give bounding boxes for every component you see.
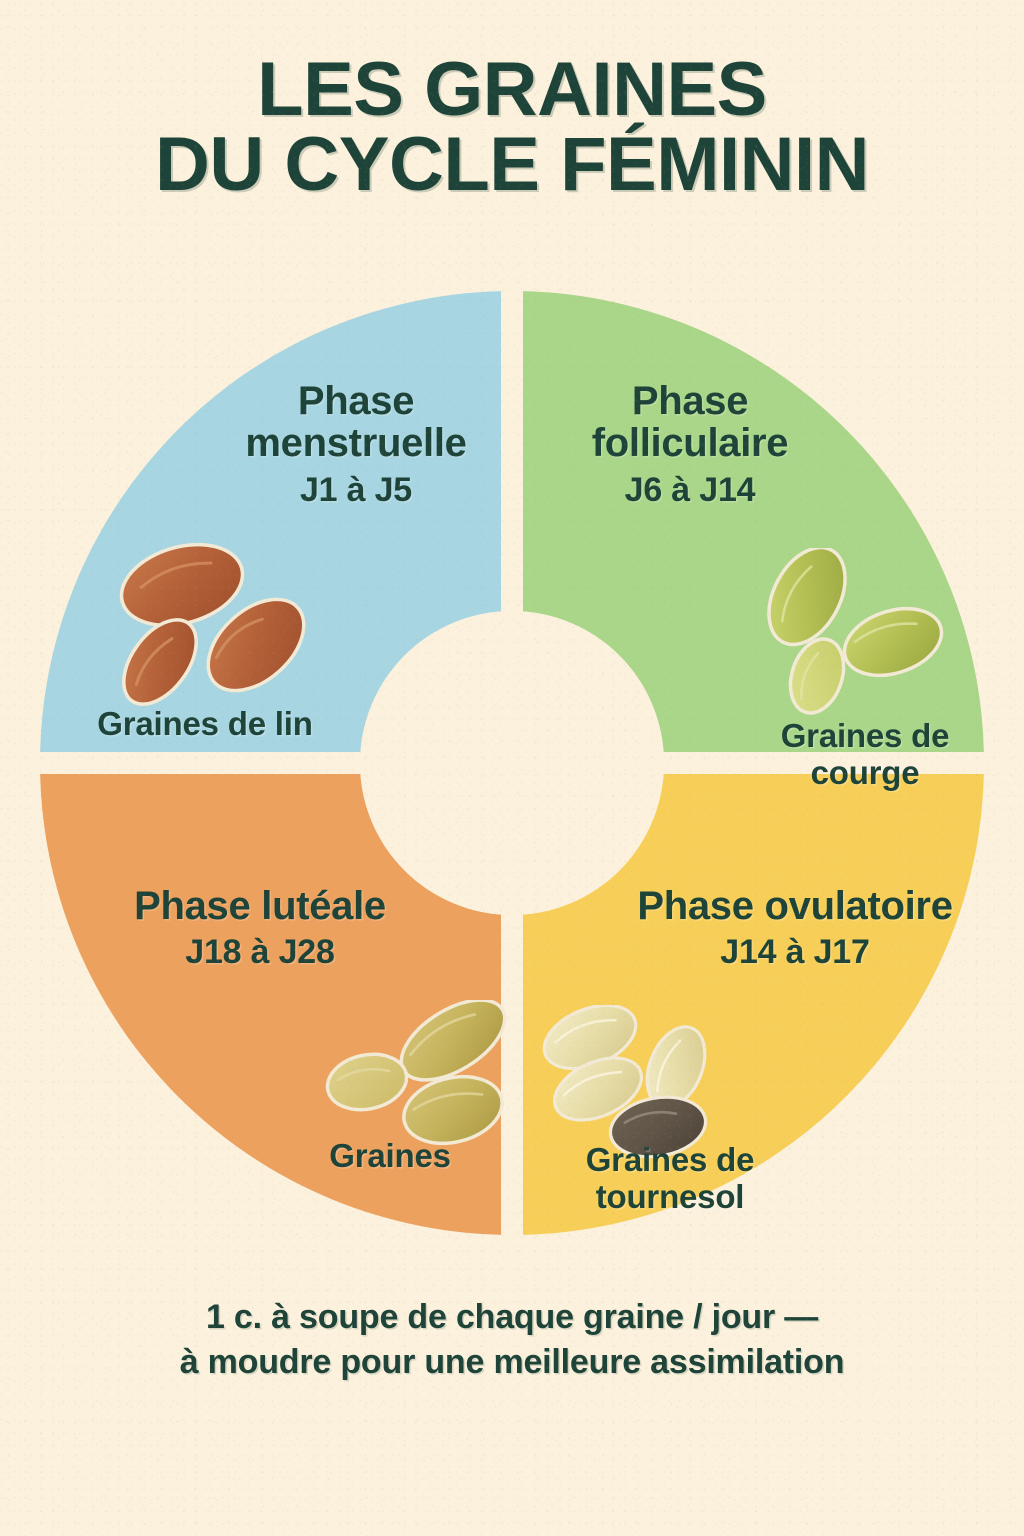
flax-seeds-icon bbox=[108, 540, 323, 710]
title-line-1: LES GRAINES bbox=[257, 47, 767, 132]
sesame-seeds-icon bbox=[325, 998, 535, 1160]
title-line-2: DU CYCLE FÉMININ bbox=[155, 122, 870, 208]
phase-name-luteale: Phase lutéale bbox=[134, 884, 386, 928]
phase-name-folliculaire: Phase folliculaire bbox=[591, 379, 789, 466]
segment-label-menstruelle: Phase menstruelle J1 à J5 bbox=[196, 380, 516, 516]
footer-line-2: à moudre pour une meilleure assimilation bbox=[179, 1343, 845, 1382]
seed-label-courge: Graines de courge bbox=[780, 717, 950, 791]
footer-note: 1 c. à soupe de chaque graine / jour — à… bbox=[0, 1295, 1024, 1385]
phase-name-ovulatoire: Phase ovulatoire bbox=[637, 884, 953, 928]
seed-label-luteale: Graines bbox=[329, 1137, 451, 1174]
segment-label-ovulatoire: Phase ovulatoire J14 à J17 bbox=[630, 885, 960, 978]
sunflower-seeds-icon bbox=[540, 1003, 755, 1165]
segment-label-luteale: Phase lutéale J18 à J28 bbox=[110, 885, 410, 978]
phase-name-menstruelle: Phase menstruelle bbox=[245, 379, 467, 466]
phase-days-folliculaire: J6 à J14 bbox=[624, 470, 756, 509]
footer-line-1: 1 c. à soupe de chaque graine / jour — bbox=[205, 1298, 819, 1336]
pumpkin-seeds-icon bbox=[745, 545, 960, 728]
phase-days-ovulatoire: J14 à J17 bbox=[720, 933, 870, 972]
segment-luteale[interactable] bbox=[40, 291, 984, 1235]
page-title: LES GRAINES DU CYCLE FÉMININ bbox=[0, 47, 1024, 208]
phase-days-menstruelle: J1 à J5 bbox=[299, 470, 413, 509]
seed-label-lin: Graines de lin bbox=[97, 705, 313, 742]
segment-label-folliculaire: Phase folliculaire J6 à J14 bbox=[530, 380, 850, 516]
seed-label-tournesol: Graines de tournesol bbox=[585, 1141, 755, 1215]
phase-days-luteale: J18 à J28 bbox=[185, 933, 335, 972]
donut-center-hole bbox=[360, 611, 664, 915]
